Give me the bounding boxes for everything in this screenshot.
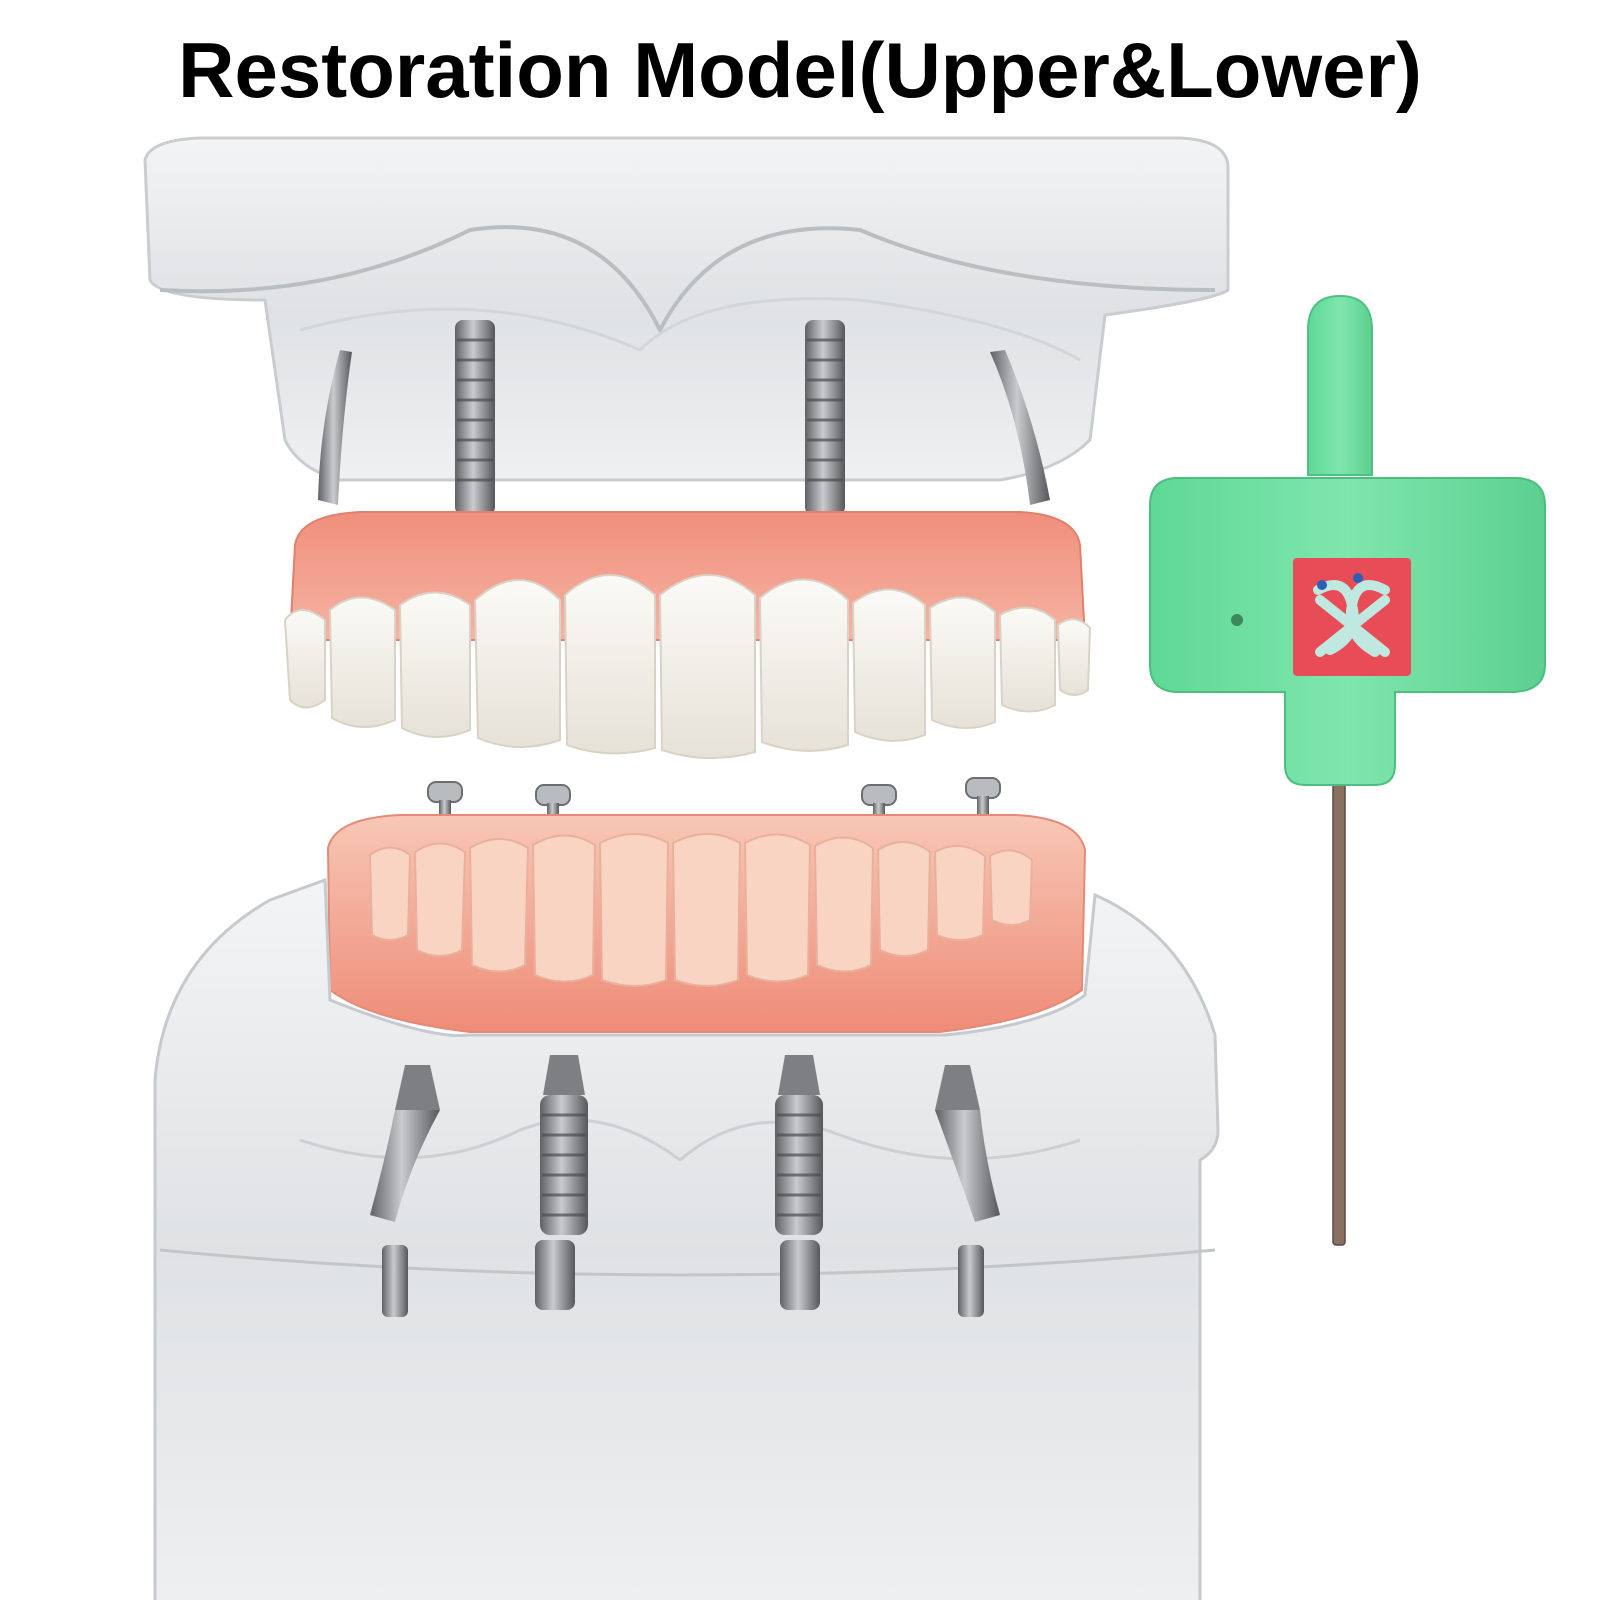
lower-implant-icon xyxy=(370,1055,1000,1317)
hex-screwdriver-icon xyxy=(1149,294,1546,1246)
upper-teeth-icon xyxy=(283,574,1092,759)
upper-denture-icon xyxy=(283,511,1092,759)
brand-logo-icon xyxy=(1293,558,1411,676)
page-title: Restoration Model(Upper&Lower) xyxy=(178,26,1422,114)
lower-jaw-model-icon xyxy=(153,877,1220,1600)
lower-denture-icon xyxy=(326,814,1087,1033)
upper-implant-icon xyxy=(318,320,1050,515)
implant-threads-icon xyxy=(457,338,843,482)
lower-teeth-icon xyxy=(368,833,1034,987)
upper-jaw-model-icon xyxy=(143,136,1230,515)
